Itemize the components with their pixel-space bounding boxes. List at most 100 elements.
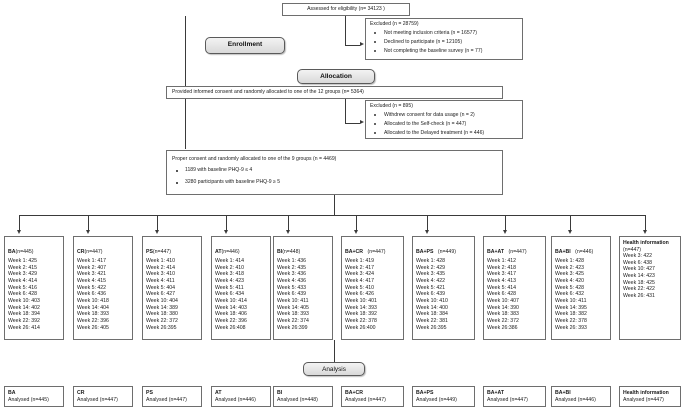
week-label: Week 2: <box>487 264 506 271</box>
week-label: Week 22: <box>416 318 438 325</box>
week-label: Week 3: <box>555 271 574 278</box>
week-label: Week 4: <box>146 278 165 285</box>
group-box-ba: BA(n=445) Week 1: 425 Week 2: 415 Week 3… <box>4 236 64 340</box>
week-row: Week 5: 421 <box>416 285 471 292</box>
week-label: Week 10: <box>77 298 99 305</box>
week-row: Week 22: 374 <box>277 318 329 325</box>
week-value: 394 <box>31 311 40 318</box>
week-row: Week 1: 417 <box>77 258 129 265</box>
connector-to-analysis <box>334 340 335 362</box>
week-value: 390 <box>510 304 519 311</box>
week-label: Week 4: <box>77 278 96 285</box>
week-row: Week 22: 372 <box>487 318 542 325</box>
connector-drop-1 <box>19 215 20 232</box>
week-value: 406 <box>238 311 247 318</box>
week-label: Week 5: <box>77 284 96 291</box>
group-n: (n=447) <box>508 249 527 255</box>
connector-assessed-to-consent12 <box>345 16 346 18</box>
group-name: Health information <box>623 240 669 246</box>
week-row: Week 22: 381 <box>416 318 471 325</box>
week-row: Week 10: 414 <box>215 298 267 305</box>
week-row: Week 26:395 <box>146 325 198 332</box>
week-value: 422 <box>97 284 107 291</box>
group-box-ba-ps: BA+PS (n=449) Week 1: 428 Week 2: 429 We… <box>412 236 475 340</box>
week-row: Week 5: 404 <box>146 285 198 292</box>
group-n: (n=447) <box>623 246 642 253</box>
assessed-for-eligibility-box: Assessed for eligibility (n= 34123 ) <box>282 3 410 16</box>
week-value: 405 <box>300 304 309 311</box>
list-item: 1189 with baseline PHQ-9 ≤ 4 <box>172 167 497 173</box>
week-row: Week 3: 410 <box>146 271 198 278</box>
week-row: Week 2: 417 <box>345 265 400 272</box>
week-row: Week 4: 413 <box>487 278 542 285</box>
week-label: Week 26: <box>345 324 367 331</box>
list-item: Allocated to the Delayed treatment (n = … <box>370 130 518 136</box>
week-value: 378 <box>578 318 587 325</box>
week-value: 431 <box>646 293 655 300</box>
week-value: 374 <box>300 318 309 325</box>
group-name: BA+PS <box>416 249 434 255</box>
week-row: Week 6: 427 <box>146 291 198 298</box>
week-label: Week 26: <box>215 324 237 331</box>
week-label: Week 14: <box>416 304 438 311</box>
analysis-box-ba-cr: BA+CR Analysed (n=447) <box>341 386 404 407</box>
week-row: Week 18: 406 <box>215 311 267 318</box>
week-row: Week 2: 410 <box>215 265 267 272</box>
analysis-group-value: Analysed (n=449) <box>416 396 457 403</box>
group-name: BA+AT <box>487 249 505 255</box>
week-label: Week 22: <box>146 318 168 325</box>
week-label: Week 14: <box>146 304 168 311</box>
analysis-group-name: PS <box>146 389 153 396</box>
week-value: 423 <box>235 278 245 285</box>
week-row: Week 3: 425 <box>555 271 607 278</box>
week-label: Week 10: <box>277 298 299 305</box>
connector-drop-4 <box>226 215 227 232</box>
group-name: BA+CR <box>345 249 364 255</box>
week-value: 427 <box>646 266 655 273</box>
arrow-down-group-3-icon <box>154 230 159 234</box>
arrow-down-group-10-icon <box>642 230 647 234</box>
week-row: Week 3: 422 <box>623 253 677 260</box>
week-label: Week 1: <box>77 258 96 264</box>
week-label: Week 3: <box>345 271 364 278</box>
week-row: Week 5: 433 <box>277 285 329 292</box>
analysis-group-value: Analysed (n=445) <box>8 396 49 403</box>
week-row: Week 6: 426 <box>345 291 400 298</box>
week-label: Week 22: <box>8 318 30 325</box>
week-row: Week 18: 382 <box>555 311 607 318</box>
week-row: Week 18: 380 <box>146 311 198 318</box>
week-label: Week 2: <box>146 264 165 271</box>
group-n: (n=446) <box>221 249 240 255</box>
group-box-cr: CR(n=447) Week 1: 417 Week 2: 407 Week 3… <box>73 236 133 340</box>
week-value: 428 <box>28 291 38 298</box>
analysis-group-value: Analysed (n=447) <box>487 396 528 403</box>
week-label: Week 5: <box>277 284 296 291</box>
week-label: Week 1: <box>146 258 165 264</box>
connector-drop-9 <box>570 215 571 232</box>
week-value: 423 <box>575 264 585 271</box>
week-value: 389 <box>169 304 178 311</box>
week-value: 404 <box>166 284 176 291</box>
week-row: Week 4: 411 <box>146 278 198 285</box>
week-label: Week 22: <box>487 318 509 325</box>
analysis-box-health-information: Health information Analysed (n=447) <box>619 386 681 407</box>
week-row: Week 22: 396 <box>77 318 129 325</box>
group-box-bi: BI(n=448) Week 1: 436 Week 2: 435 Week 3… <box>273 236 333 340</box>
connector-drop-6 <box>356 215 357 232</box>
week-row: Week 6: 439 <box>277 291 329 298</box>
week-row: Week 10: 401 <box>345 298 400 305</box>
arrow-down-group-6-icon <box>353 230 358 234</box>
group-name: BA <box>8 249 16 255</box>
week-row: Week 2: 429 <box>416 265 471 272</box>
week-value: 393 <box>300 311 309 318</box>
list-item: Not meeting inclusion criteria (n = 1657… <box>370 30 518 36</box>
week-label: Week 22: <box>215 318 237 325</box>
week-row: Week 2: 418 <box>487 265 542 272</box>
week-label: Week 18: <box>345 311 367 318</box>
week-row: Week 14: 395 <box>555 305 607 312</box>
week-row: Week 14: 405 <box>277 305 329 312</box>
analysis-group-name: BA <box>8 389 16 396</box>
week-label: Week 6: <box>77 291 96 298</box>
arrow-down-group-4-icon <box>223 230 228 234</box>
arrow-to-excluded-1-icon <box>360 42 364 47</box>
